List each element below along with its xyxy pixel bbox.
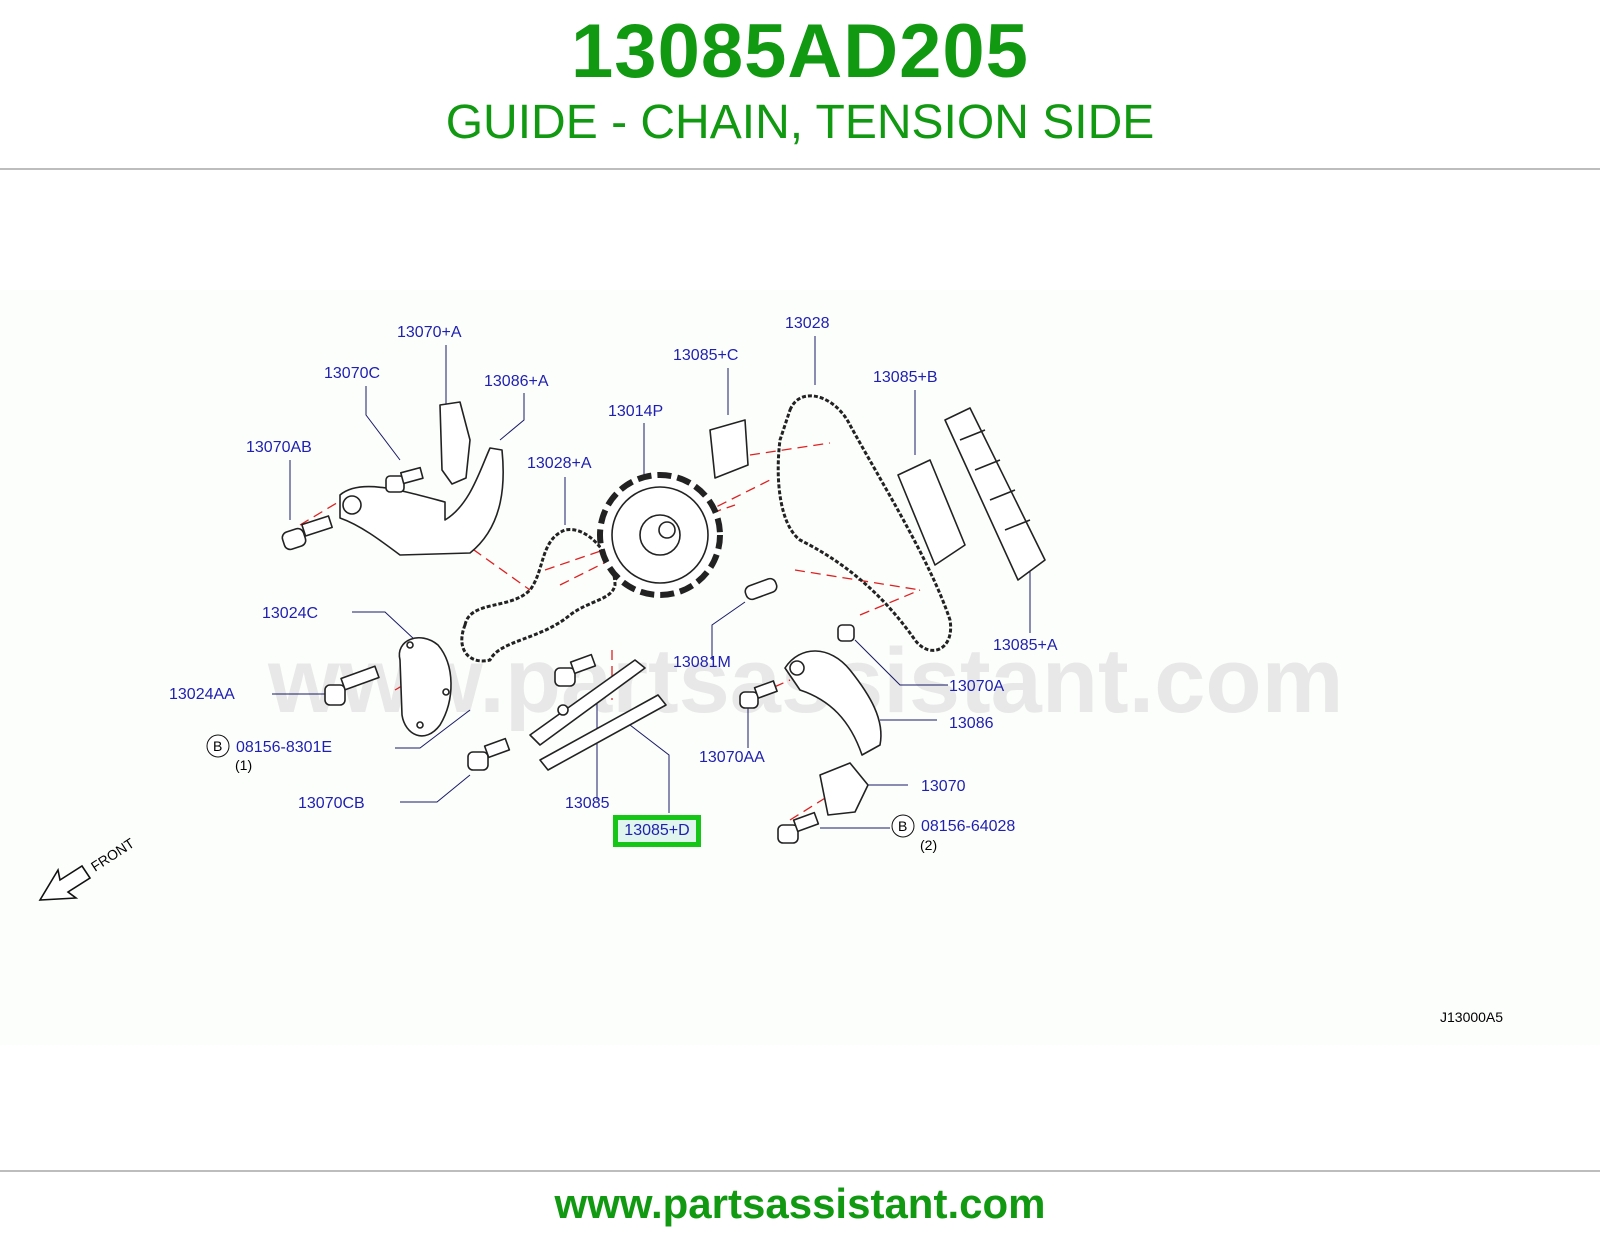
highlighted-part-frame bbox=[613, 815, 701, 847]
label-13070a[interactable]: 13070A bbox=[949, 678, 1004, 695]
secondary-chain-drawing bbox=[460, 528, 617, 663]
part-description: GUIDE - CHAIN, TENSION SIDE bbox=[445, 96, 1155, 149]
label-13028[interactable]: 13028 bbox=[785, 315, 830, 332]
bolt-13070ab-drawing bbox=[281, 515, 333, 551]
label-13014p[interactable]: 13014P bbox=[608, 403, 663, 420]
plate-13024c-drawing bbox=[398, 636, 452, 737]
label-13070a-plus[interactable]: 13070+A bbox=[397, 324, 462, 341]
bolt-13070cb-drawing bbox=[467, 737, 511, 771]
tension-guide-a-drawing bbox=[944, 407, 1046, 581]
bolt-08156-8301e-drawing bbox=[554, 653, 597, 687]
front-direction-arrow: FRONT bbox=[38, 835, 138, 901]
label-08156-8301e[interactable]: 08156-8301E bbox=[236, 739, 332, 756]
label-13081m[interactable]: 13081M bbox=[673, 654, 731, 671]
label-13024aa[interactable]: 13024AA bbox=[169, 686, 235, 703]
label-13085b-plus[interactable]: 13085+B bbox=[873, 369, 938, 386]
label-13070cb[interactable]: 13070CB bbox=[298, 795, 365, 812]
slack-guide-13086-drawing bbox=[784, 650, 882, 756]
label-13070aa[interactable]: 13070AA bbox=[699, 749, 765, 766]
svg-text:B: B bbox=[213, 738, 222, 754]
label-13028a-plus[interactable]: 13028+A bbox=[527, 455, 592, 472]
bolt-13024aa-drawing bbox=[324, 665, 380, 706]
label-13070ab[interactable]: 13070AB bbox=[246, 439, 312, 456]
diagram-code: J13000A5 bbox=[1440, 1009, 1503, 1025]
footer-website-link[interactable]: www.partsassistant.com bbox=[554, 1180, 1046, 1227]
front-label: FRONT bbox=[88, 835, 138, 875]
label-13070c[interactable]: 13070C bbox=[324, 365, 380, 382]
bolt-08156-64028-drawing bbox=[777, 811, 820, 844]
label-08156-8301e-qty: (1) bbox=[235, 757, 252, 773]
bolt-marker-2: B bbox=[891, 814, 915, 838]
tension-guide-b-drawing bbox=[897, 459, 966, 566]
label-13024c[interactable]: 13024C bbox=[262, 605, 318, 622]
label-13070[interactable]: 13070 bbox=[921, 778, 966, 795]
guide-13085d-drawing bbox=[539, 694, 667, 771]
label-13085[interactable]: 13085 bbox=[565, 795, 610, 812]
pin-13081m-drawing bbox=[744, 577, 778, 601]
tensioner-13070-drawing bbox=[819, 762, 869, 816]
label-13085c-plus[interactable]: 13085+C bbox=[673, 347, 738, 364]
leader-lines bbox=[272, 336, 1031, 829]
label-13086[interactable]: 13086 bbox=[949, 715, 994, 732]
label-08156-64028[interactable]: 08156-64028 bbox=[921, 818, 1015, 835]
label-13086a-plus[interactable]: 13086+A bbox=[484, 373, 549, 390]
slack-guide-upper-drawing bbox=[339, 447, 504, 556]
part-number-title: 13085AD205 bbox=[571, 9, 1029, 94]
bolt-13070aa-drawing bbox=[739, 680, 778, 709]
header-divider bbox=[0, 168, 1600, 170]
svg-text:B: B bbox=[898, 818, 907, 834]
small-guide-drawing bbox=[709, 419, 749, 479]
footer-divider bbox=[0, 1170, 1600, 1172]
label-08156-64028-qty: (2) bbox=[920, 837, 937, 853]
bolt-marker-1: B bbox=[206, 734, 230, 758]
label-13085a-plus[interactable]: 13085+A bbox=[993, 637, 1058, 654]
bolt-13070a-drawing bbox=[837, 624, 855, 642]
bolt-13070c-drawing bbox=[385, 466, 424, 493]
tensioner-upper-drawing bbox=[439, 401, 471, 485]
sprocket-drawing bbox=[597, 472, 723, 598]
highlighted-part-label[interactable]: 13085+D bbox=[624, 822, 690, 839]
page-header: 13085AD205 GUIDE - CHAIN, TENSION SIDE bbox=[0, 0, 1600, 170]
guide-13085-drawing bbox=[529, 659, 646, 746]
